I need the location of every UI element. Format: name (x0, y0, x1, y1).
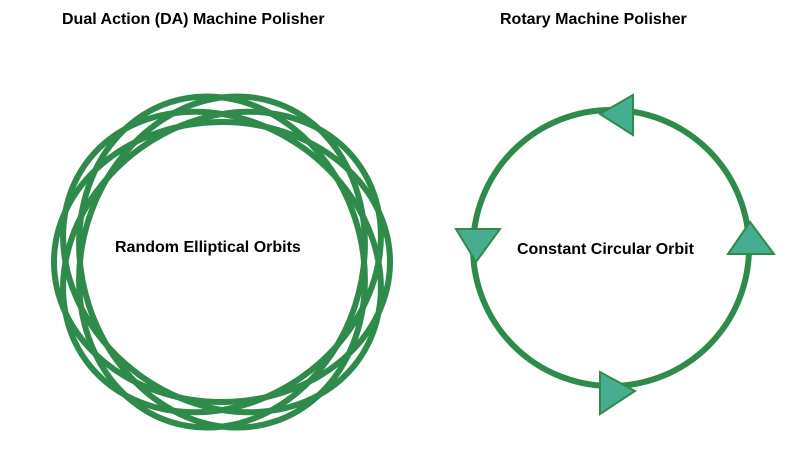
rotary-orbit-label: Constant Circular Orbit (517, 241, 694, 258)
orbit-arrow-top-icon (598, 93, 634, 137)
elliptical-orbit (76, 93, 368, 431)
da-polisher-title: Dual Action (DA) Machine Polisher (62, 11, 325, 28)
orbit-arrow-left-icon (454, 228, 502, 264)
circular-orbit-group (454, 93, 776, 416)
elliptical-orbit (51, 119, 393, 405)
elliptical-orbit (60, 108, 384, 416)
elliptical-orbit (76, 93, 368, 431)
elliptical-orbits (51, 93, 393, 431)
rotary-polisher-title: Rotary Machine Polisher (500, 11, 687, 28)
elliptical-orbit (60, 108, 384, 416)
orbit-arrow-right-icon (726, 220, 776, 255)
orbit-arrow-bottom-icon (599, 370, 637, 416)
da-orbit-label: Random Elliptical Orbits (115, 239, 301, 256)
